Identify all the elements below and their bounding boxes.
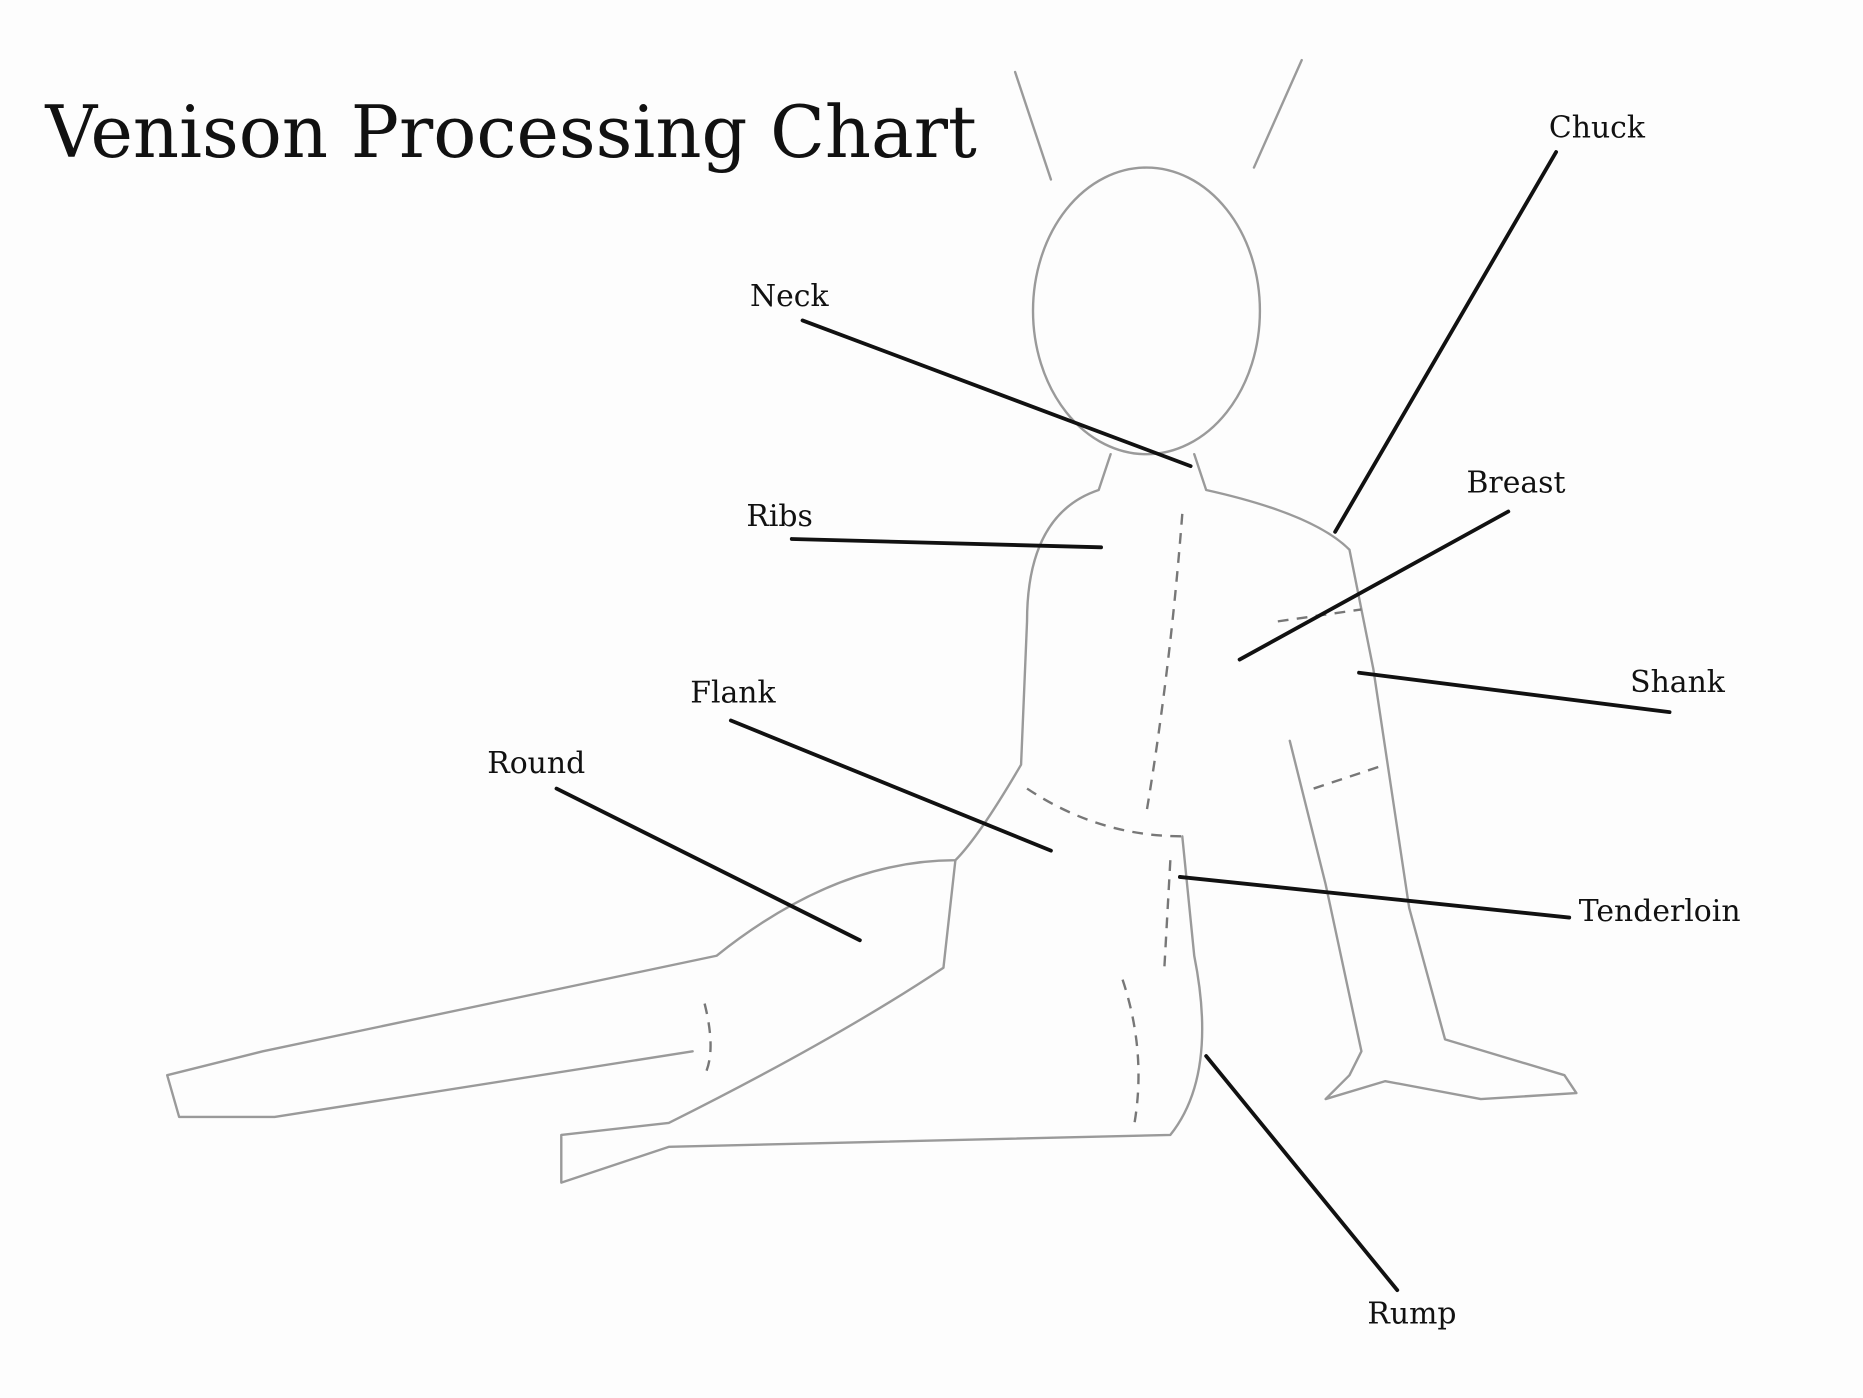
chart-title: Venison Processing Chart	[44, 90, 977, 174]
label-flank-text: Flank	[690, 676, 776, 711]
leader-line-neck	[800, 318, 1193, 469]
section-borders	[703, 513, 1386, 1124]
label-shank: Shank	[1357, 665, 1726, 715]
label-tenderloin: Tenderloin	[1177, 875, 1741, 929]
leader-line-ribs	[789, 537, 1103, 550]
label-chuck-text: Chuck	[1549, 111, 1646, 146]
label-round: Round	[487, 746, 862, 943]
label-breast: Breast	[1237, 465, 1566, 662]
label-tenderloin-text: Tenderloin	[1579, 894, 1741, 929]
leader-line-chuck	[1333, 150, 1558, 534]
label-shank-text: Shank	[1630, 665, 1726, 700]
leader-line-tenderloin	[1177, 875, 1572, 920]
label-neck-text: Neck	[750, 279, 829, 314]
label-round-text: Round	[487, 746, 585, 781]
label-rump: Rump	[1204, 1054, 1457, 1332]
label-chuck: Chuck	[1333, 111, 1646, 534]
figure-outline	[165, 58, 1578, 1184]
label-flank: Flank	[690, 676, 1053, 853]
label-rump-text: Rump	[1367, 1297, 1456, 1332]
label-ribs-text: Ribs	[746, 499, 812, 534]
leader-line-flank	[728, 718, 1053, 853]
label-neck: Neck	[750, 279, 1193, 469]
leader-line-rump	[1204, 1054, 1400, 1293]
leader-line-round	[554, 786, 862, 943]
label-breast-text: Breast	[1467, 465, 1566, 500]
label-ribs: Ribs	[746, 499, 1103, 550]
leader-line-shank	[1357, 670, 1672, 715]
leader-line-breast	[1237, 509, 1511, 662]
